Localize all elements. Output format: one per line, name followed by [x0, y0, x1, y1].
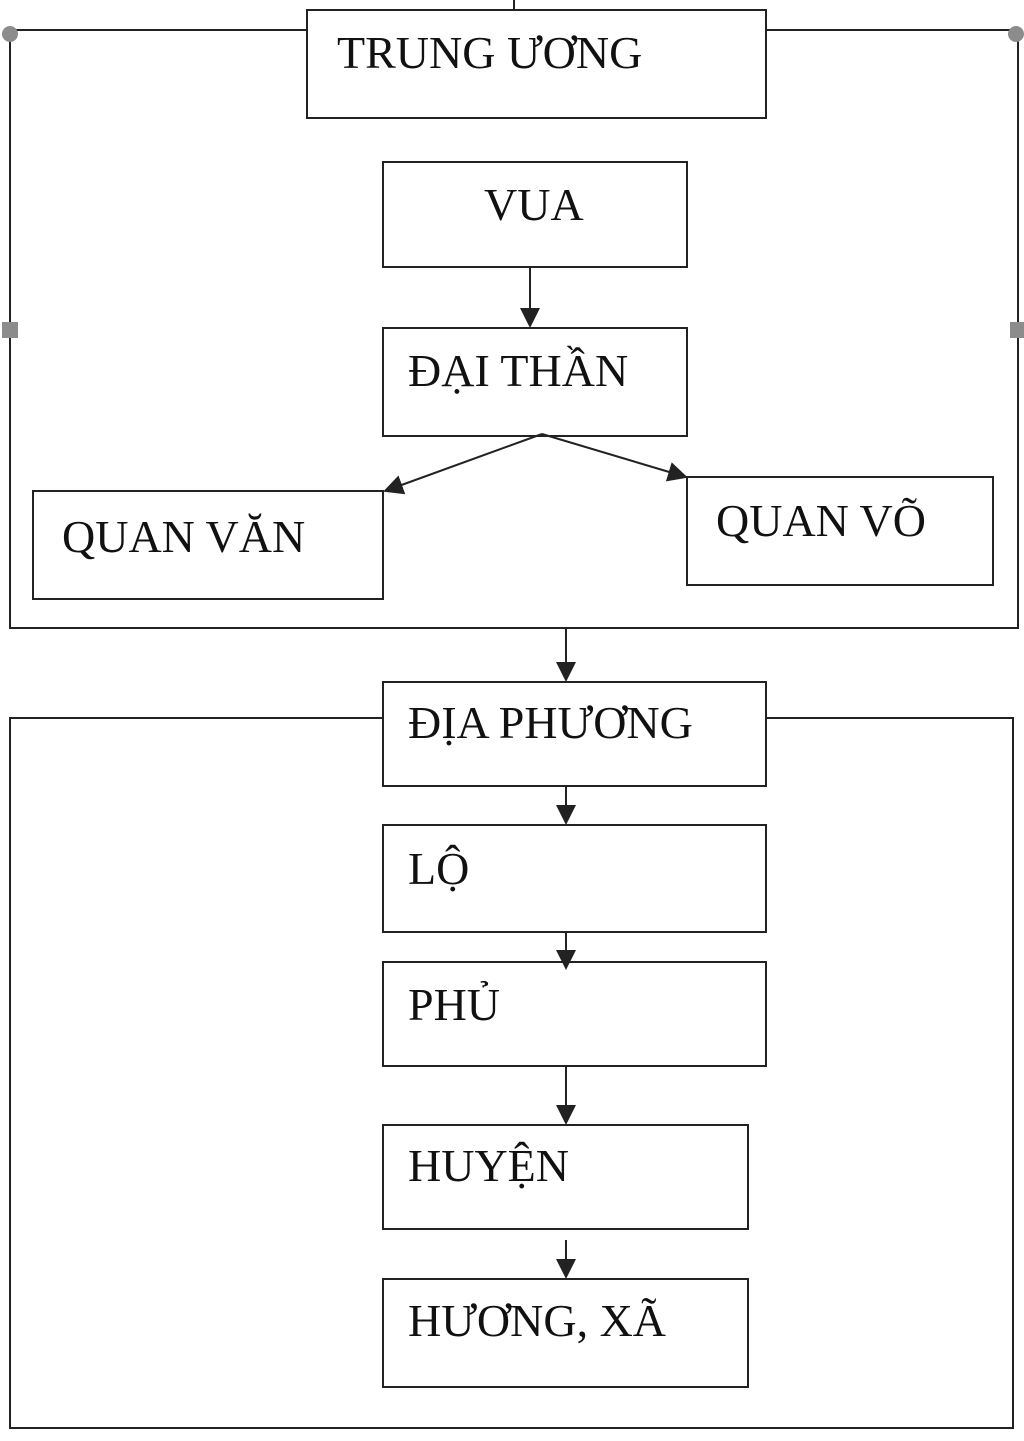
selection-handle-top-left[interactable] — [2, 26, 18, 42]
label-dia-phuong: ĐỊA PHƯƠNG — [408, 697, 693, 748]
label-huyen: HUYỆN — [408, 1140, 569, 1191]
label-quan-vo: QUAN VÕ — [716, 495, 926, 546]
label-quan-van: QUAN VĂN — [62, 511, 306, 562]
label-lo: LỘ — [408, 843, 470, 894]
arrow-dai-than-to-quan-van — [383, 433, 543, 495]
box-trung-uong[interactable] — [306, 9, 767, 119]
selection-handle-mid-right[interactable] — [1010, 322, 1024, 338]
box-quan-van[interactable] — [32, 490, 384, 600]
box-phu[interactable] — [382, 961, 767, 1067]
box-quan-vo[interactable] — [686, 476, 994, 586]
box-lo[interactable] — [382, 824, 767, 933]
label-phu: PHỦ — [408, 979, 501, 1030]
box-dai-than[interactable] — [382, 327, 688, 437]
arrow-dai-than-to-quan-vo — [541, 433, 688, 482]
selection-handle-top-right[interactable] — [1008, 26, 1024, 42]
selection-handle-mid-left[interactable] — [2, 322, 18, 338]
label-trung-uong: TRUNG ƯƠNG — [337, 27, 643, 78]
box-huyen[interactable] — [382, 1124, 749, 1230]
box-dia-phuong[interactable] — [382, 681, 767, 787]
box-vua[interactable] — [382, 161, 688, 268]
label-dai-than: ĐẠI THẦN — [408, 345, 629, 396]
label-vua: VUA — [484, 179, 584, 230]
label-huong-xa: HƯƠNG, XÃ — [408, 1295, 667, 1346]
box-huong-xa[interactable] — [382, 1278, 749, 1388]
